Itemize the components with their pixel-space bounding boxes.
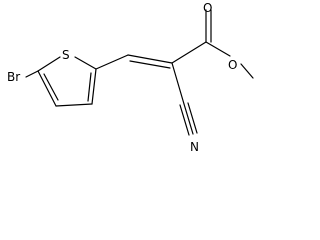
bond-c2-c3 — [91, 68, 97, 105]
bond-s-c2 — [74, 56, 97, 70]
bond-c3-c4 — [55, 103, 93, 107]
nitrile-nitrogen-label: N — [190, 140, 199, 154]
molecule-svg: Br S O O N — [7, 1, 254, 154]
sulfur-label: S — [62, 48, 70, 62]
bonds — [25, 9, 254, 136]
structure-diagram: Br S O O N — [7, 1, 254, 154]
bromine-label: Br — [7, 70, 20, 84]
bond-c2-ch — [95, 54, 129, 70]
bond-c4-c5-inner — [43, 73, 59, 101]
bond-c4-c5 — [37, 70, 57, 107]
bond-c5-br — [25, 70, 39, 78]
bond-ch-calpha-double — [129, 60, 171, 69]
bond-ccarbonyl-oester — [205, 41, 231, 57]
bond-calpha-ccarbonyl — [171, 41, 207, 64]
atom-labels: Br S O O N — [7, 1, 237, 154]
bond-nitrile-3 — [179, 104, 190, 136]
carbonyl-oxygen-label: O — [203, 1, 212, 15]
bond-c5-s — [37, 56, 61, 72]
bond-c2-c3-inner — [87, 72, 92, 102]
bond-ch-calpha — [127, 54, 173, 64]
bond-oester-methyl — [240, 63, 254, 79]
bond-calpha-cnitrile — [171, 62, 185, 105]
ester-oxygen-label: O — [228, 58, 237, 72]
bond-nitrile-2 — [187, 102, 198, 134]
bond-nitrile-1 — [183, 103, 194, 135]
